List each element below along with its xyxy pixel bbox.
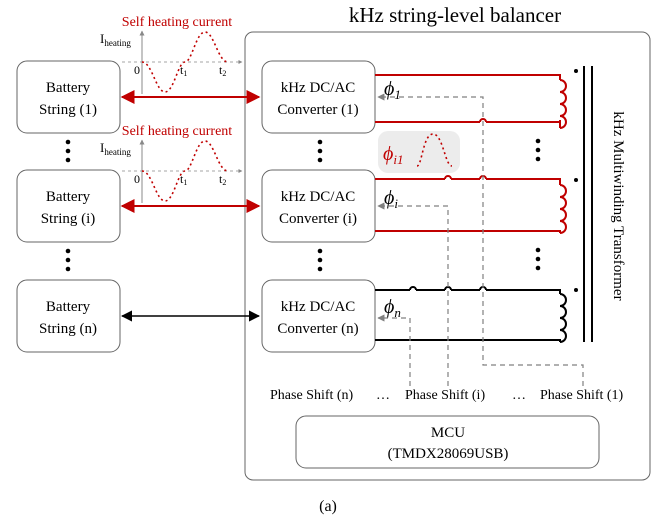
phi-i-symbol: ϕ: [384, 187, 394, 209]
svg-text:ϕn: ϕn: [384, 296, 401, 320]
battery-1-line2: String (1): [39, 102, 97, 118]
battery-i-line1: Battery: [46, 189, 91, 205]
heating-t1-i: t: [180, 172, 184, 186]
phi-1-symbol: ϕ: [384, 78, 394, 100]
phase-shift-dots-1: …: [376, 388, 390, 403]
battery-string-i: Battery String (i): [16, 169, 121, 243]
phi-n-symbol: ϕ: [384, 296, 394, 318]
phi-1-sub: 1: [394, 87, 401, 102]
phase-shift-n: Phase Shift (n): [270, 388, 354, 403]
svg-text:Iheating: Iheating: [100, 140, 131, 157]
svg-text:t2: t2: [219, 63, 226, 78]
heating-waveform-i: Self heating current Iheating 0 t1 t2: [100, 124, 243, 203]
heating-t2-i: t: [219, 172, 223, 186]
winding-n-wiring: [375, 286, 578, 343]
svg-text:ϕi1: ϕi1: [383, 143, 403, 167]
battery-string-n: Battery String (n): [16, 279, 121, 353]
svg-text:t1: t1: [180, 172, 187, 187]
converter-i: kHz DC/AC Converter (i): [261, 169, 376, 243]
heating-t1-sub-1: 1: [183, 69, 187, 78]
battery-i-line2: String (i): [41, 211, 96, 227]
phi-i1-sub: i1: [393, 152, 403, 167]
mcu-line2: (TMDX28069USB): [388, 446, 509, 462]
phi-n-sub: n: [394, 305, 401, 320]
battery-1-line1: Battery: [46, 80, 91, 96]
heating-ylabel-sub-1: heating: [104, 38, 131, 48]
winding-i-wiring: [375, 175, 578, 234]
heating-ylabel-i: I: [100, 140, 104, 155]
phase-shift-i: Phase Shift (i): [405, 388, 485, 403]
converter-i-line1: kHz DC/AC: [281, 189, 356, 205]
svg-text:t1: t1: [180, 63, 187, 78]
heating-waveform-1: Self heating current Iheating 0 t1 t2: [100, 15, 243, 94]
converter-n-line2: Converter (n): [277, 321, 358, 337]
svg-text:ϕi: ϕi: [384, 187, 398, 211]
phi-i1-indicator: ϕi1: [378, 131, 460, 173]
heating-label-i: Self heating current: [122, 124, 233, 139]
heating-label-1: Self heating current: [122, 15, 233, 30]
converter-n-line1: kHz DC/AC: [281, 299, 356, 315]
battery-n-line2: String (n): [39, 321, 97, 337]
phase-shift-dots-2: …: [512, 388, 526, 403]
heating-t1-1: t: [180, 63, 184, 77]
mcu-box: MCU (TMDX28069USB): [295, 415, 600, 469]
converter-i-line2: Converter (i): [279, 211, 357, 227]
converter-n: kHz DC/AC Converter (n): [261, 279, 376, 353]
heating-t2-sub-i: 2: [222, 178, 226, 187]
transformer-label: kHz Multiwinding Transformer: [610, 111, 626, 300]
heating-ylabel-1: I: [100, 31, 104, 46]
heating-zero-1: 0: [134, 63, 140, 77]
phase-shift-control-lines: [377, 93, 584, 386]
winding-1-wiring: [375, 69, 578, 129]
heating-t1-sub-i: 1: [183, 178, 187, 187]
converter-ellipsis: [317, 139, 323, 272]
battery-string-1: Battery String (1): [16, 60, 121, 134]
winding-ellipsis: [535, 138, 541, 271]
figure-caption: (a): [319, 498, 337, 515]
balancer-boundary: [244, 31, 651, 481]
phi-i1-symbol: ϕ: [383, 143, 393, 165]
heating-t2-sub-1: 2: [222, 69, 226, 78]
converter-1-line2: Converter (1): [277, 102, 358, 118]
converter-1: kHz DC/AC Converter (1): [261, 60, 376, 134]
heating-ylabel-sub-i: heating: [104, 147, 131, 157]
mcu-line1: MCU: [431, 425, 465, 441]
svg-text:ϕ1: ϕ1: [384, 78, 401, 102]
phase-shift-1: Phase Shift (1): [540, 388, 624, 403]
diagram-title: kHz string-level balancer: [349, 3, 561, 27]
heating-zero-i: 0: [134, 172, 140, 186]
converter-1-line1: kHz DC/AC: [281, 80, 356, 96]
heating-t2-1: t: [219, 63, 223, 77]
battery-ellipsis: [65, 139, 71, 272]
battery-n-line1: Battery: [46, 299, 91, 315]
svg-text:t2: t2: [219, 172, 226, 187]
phi-i-sub: i: [394, 196, 398, 211]
svg-text:Iheating: Iheating: [100, 31, 131, 48]
